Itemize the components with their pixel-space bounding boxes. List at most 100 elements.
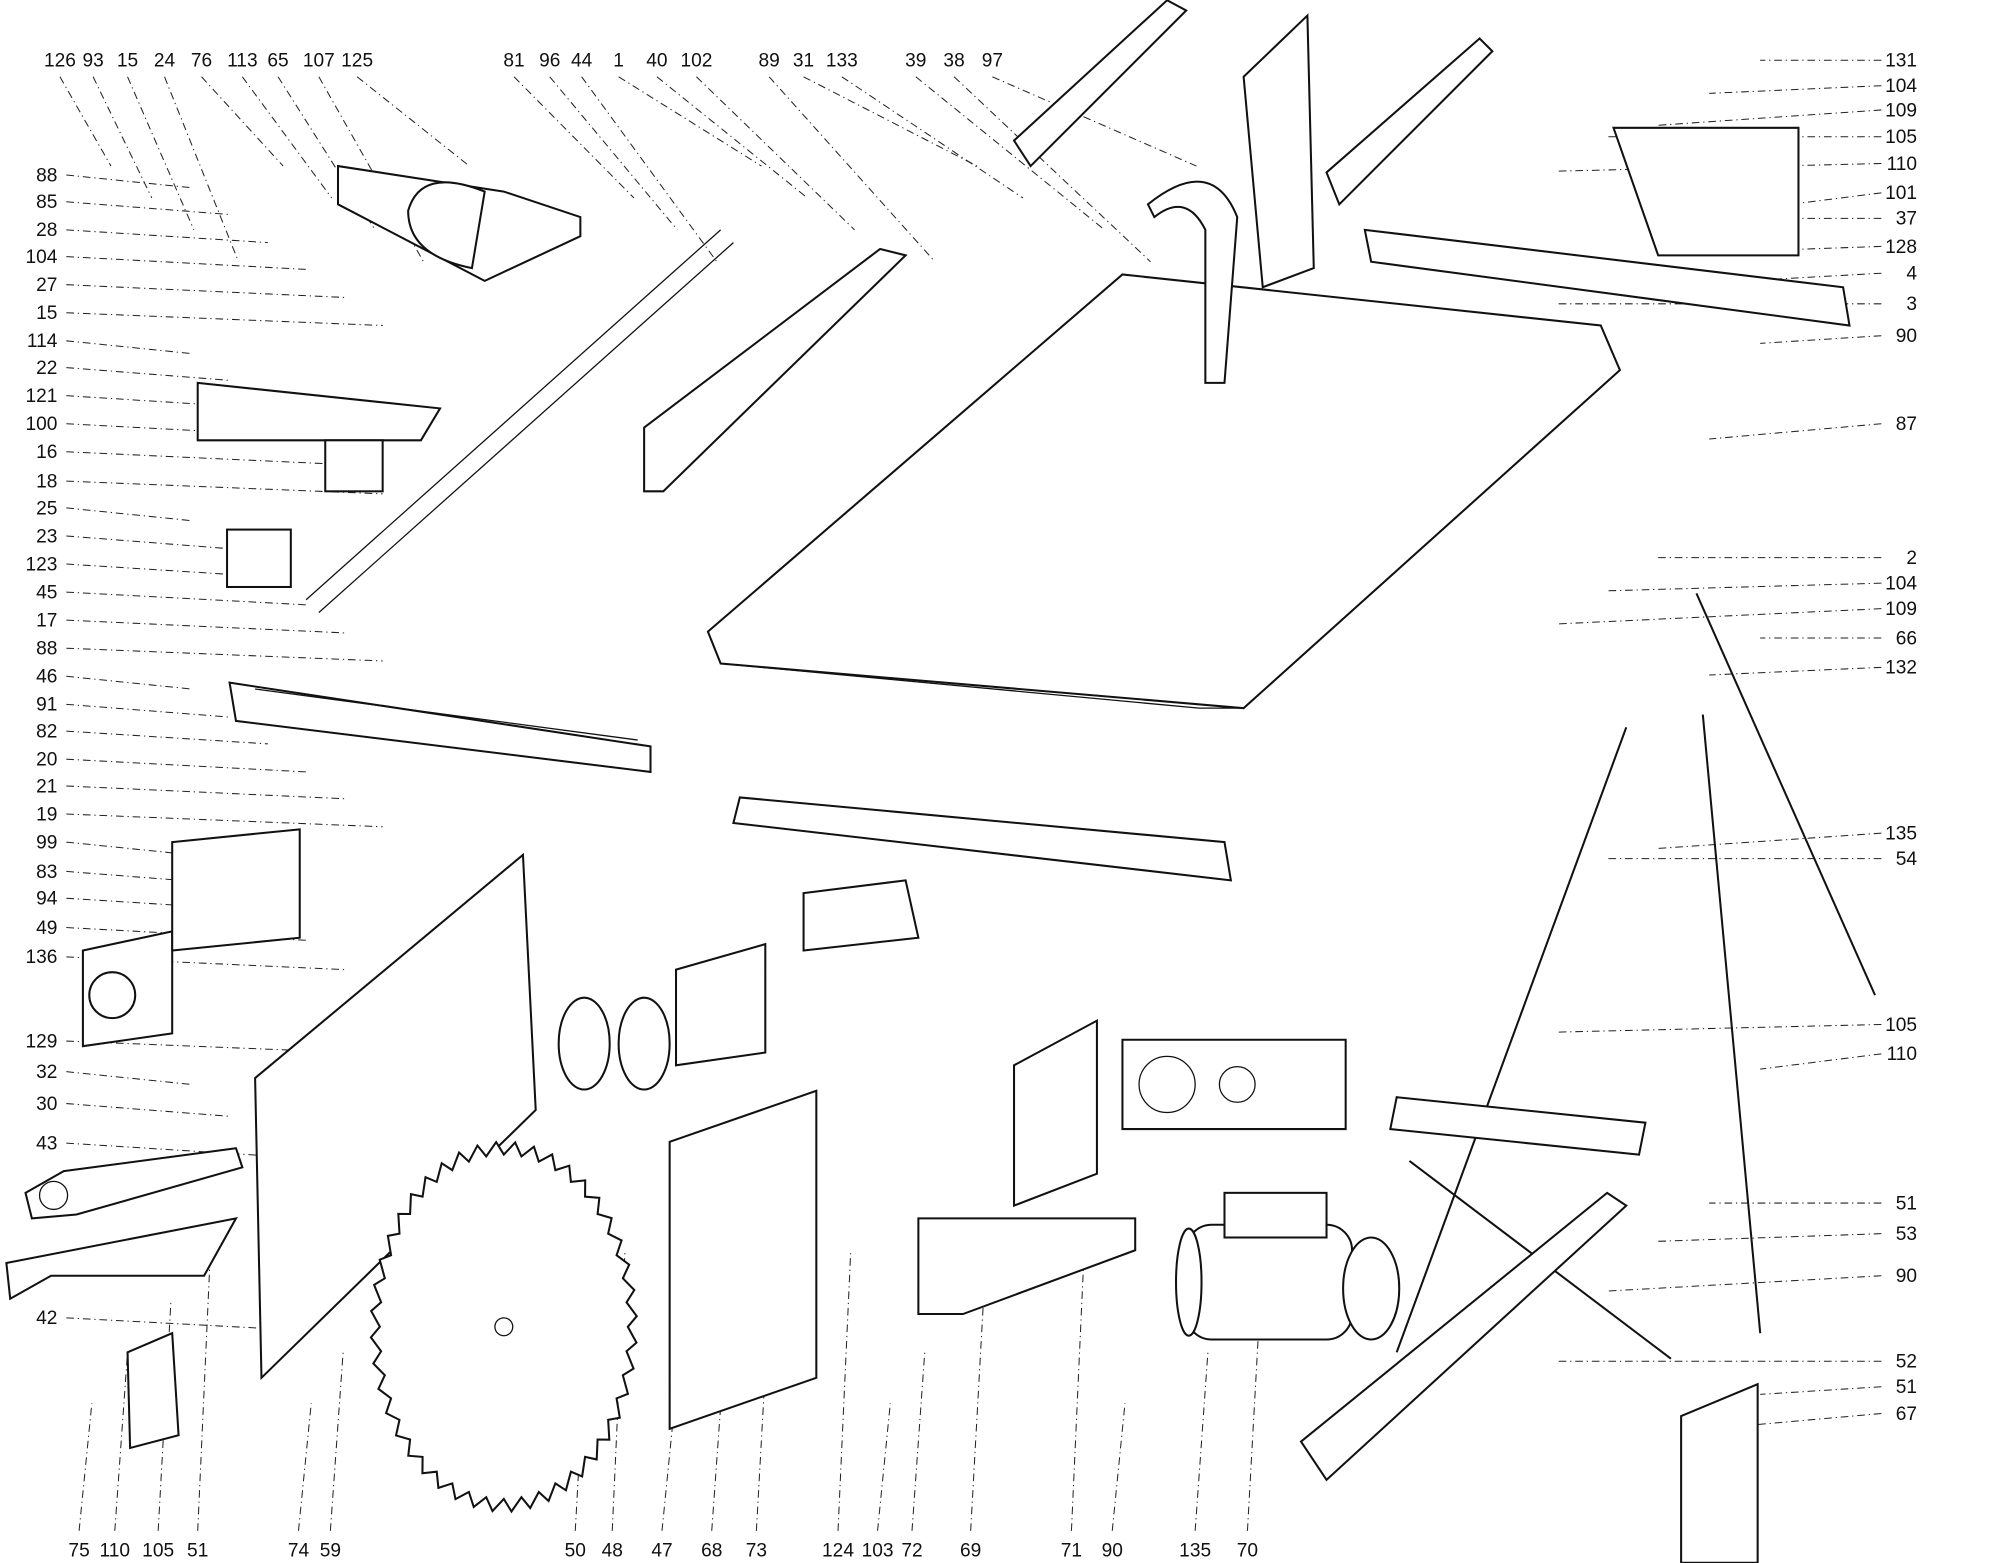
part-number-label: 46 — [36, 667, 57, 688]
part-number-label: 73 — [746, 1540, 767, 1561]
part-number-label: 27 — [36, 275, 57, 296]
table-top — [706, 273, 1622, 710]
part-number-label: 16 — [36, 442, 57, 463]
part-number-label: 121 — [25, 386, 57, 407]
leader-lines — [59, 59, 1882, 1531]
part-number-label: 90 — [1896, 326, 1917, 347]
leg-54 — [1695, 592, 1876, 996]
part-number-label: 49 — [36, 918, 57, 939]
motor-box — [1121, 1038, 1347, 1131]
part-number-label: 105 — [142, 1540, 174, 1561]
cross-rail-upper — [1389, 1096, 1647, 1156]
leader-line — [992, 76, 1197, 167]
part-number-label: 76 — [191, 51, 212, 72]
part-number-label: 21 — [36, 776, 57, 797]
part-number-label: 51 — [1896, 1377, 1917, 1398]
leader-line — [66, 201, 230, 216]
motor-plate — [1013, 1018, 1098, 1208]
part-number-label: 135 — [1885, 824, 1917, 845]
leader-line — [66, 451, 345, 466]
leader-line — [66, 229, 268, 244]
part-number-label: 102 — [680, 51, 712, 72]
leader-line — [1709, 423, 1882, 440]
blade-flange-inner — [617, 996, 671, 1091]
leader-line — [1607, 1275, 1882, 1292]
blade-flange-outer — [557, 996, 611, 1091]
part-number-label: 28 — [36, 220, 57, 241]
leader-line — [66, 956, 345, 971]
part-number-label: 105 — [1885, 127, 1917, 148]
part-number-label: 104 — [1885, 76, 1917, 97]
leg-51 — [1701, 714, 1762, 1334]
part-number-label: 104 — [25, 247, 57, 268]
leader-line — [66, 1040, 383, 1055]
part-number-label: 51 — [187, 1540, 208, 1561]
leader-line — [78, 1403, 93, 1531]
part-number-label: 114 — [27, 331, 58, 352]
leader-line — [66, 785, 345, 800]
leader-line — [66, 703, 230, 718]
part-number-label: 53 — [1896, 1224, 1917, 1245]
fence-rail — [643, 247, 908, 493]
leader-line — [66, 480, 383, 495]
mount-plate — [668, 1089, 818, 1431]
part-number-label: 88 — [36, 639, 57, 660]
leader-line — [755, 1301, 770, 1531]
part-number-label: 40 — [646, 51, 667, 72]
part-number-label: 25 — [36, 498, 57, 519]
leader-line — [59, 76, 112, 167]
part-number-label: 100 — [25, 414, 57, 435]
foot-51 — [126, 1331, 180, 1450]
part-number-label: 125 — [341, 51, 373, 72]
part-number-label: 19 — [36, 804, 57, 825]
leader-line — [549, 76, 678, 231]
leader-line — [877, 1403, 891, 1531]
part-number-label: 129 — [25, 1031, 57, 1052]
part-number-label: 94 — [36, 889, 58, 910]
leader-line — [1607, 582, 1882, 592]
leader-line — [66, 367, 230, 381]
part-number-label: 37 — [1896, 209, 1917, 230]
part-number-label: 31 — [793, 51, 814, 72]
leader-line — [803, 76, 978, 167]
leader-line — [164, 76, 239, 262]
side-panel — [254, 852, 537, 1381]
fence-holder — [196, 381, 442, 442]
leader-line — [66, 1071, 192, 1085]
part-number-label: 23 — [36, 526, 57, 547]
saw-blade — [369, 1140, 639, 1514]
leader-line — [1070, 1250, 1085, 1531]
front-rail — [228, 681, 652, 774]
leader-line — [66, 619, 345, 634]
leader-line — [66, 813, 383, 828]
motor-fan — [1342, 1236, 1401, 1341]
leader-line — [1760, 1386, 1882, 1395]
leader-line — [1658, 832, 1882, 849]
leader-line — [1658, 109, 1882, 126]
part-number-label: 90 — [1102, 1540, 1123, 1561]
leader-line — [1709, 666, 1882, 676]
parts-drawing — [5, 0, 1876, 1563]
part-number-label: 71 — [1061, 1540, 1082, 1561]
part-number-label: 22 — [36, 358, 57, 379]
part-number-label: 74 — [288, 1540, 310, 1561]
leader-line — [66, 340, 192, 355]
switch-knob-icon — [88, 971, 137, 1020]
part-number-label: 65 — [267, 51, 288, 72]
part-number-label: 87 — [1896, 414, 1917, 435]
part-number-label: 93 — [82, 51, 103, 72]
leader-line — [201, 76, 284, 167]
leader-line — [1760, 335, 1882, 344]
part-number-label: 45 — [36, 582, 57, 603]
leader-line — [66, 256, 307, 270]
part-number-label: 109 — [1885, 100, 1917, 121]
part-number-label: 81 — [503, 51, 524, 72]
bearing-block — [675, 942, 767, 1067]
leader-line — [1194, 1352, 1209, 1531]
part-number-label: 99 — [36, 832, 57, 853]
leader-line — [66, 591, 307, 606]
part-number-label: 30 — [36, 1094, 57, 1115]
blade-guard — [1146, 180, 1239, 384]
part-number-label: 82 — [36, 721, 57, 742]
